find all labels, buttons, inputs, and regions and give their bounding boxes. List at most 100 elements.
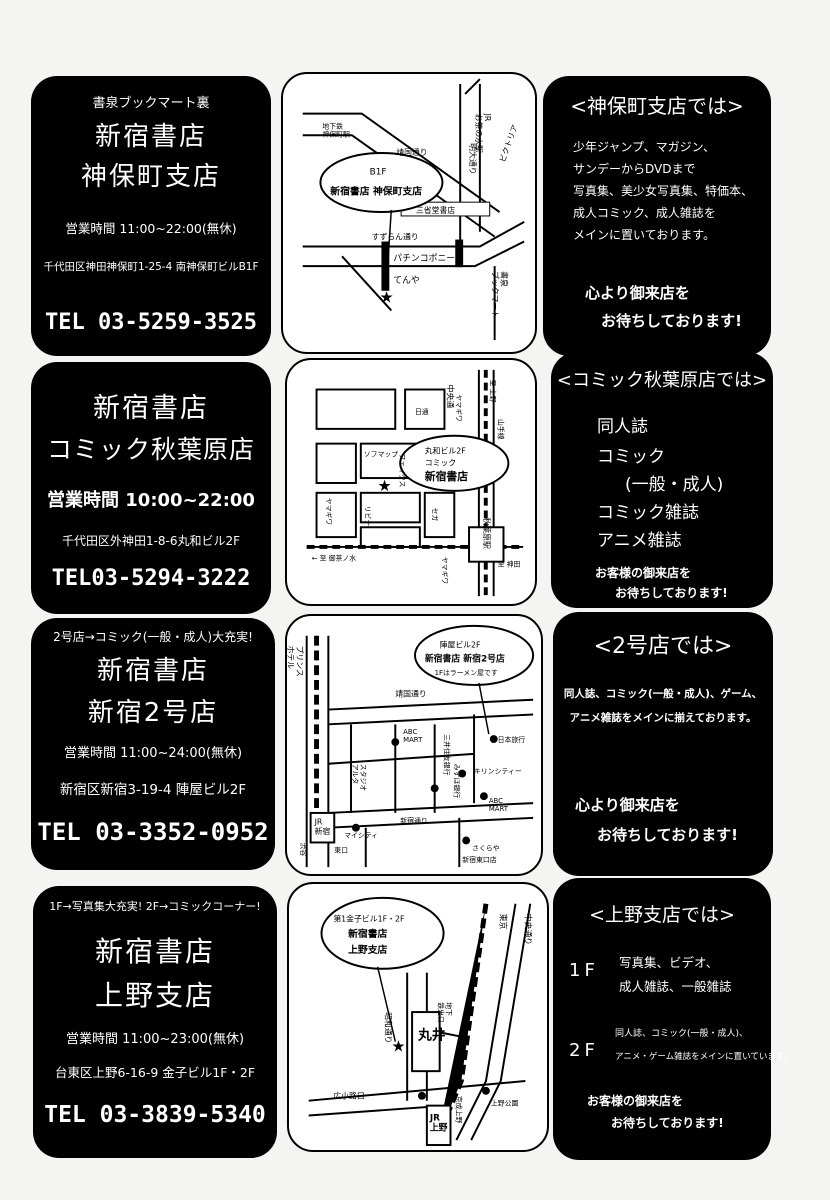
map-label-sega: セガ [431,508,440,522]
map-bubble-store: 新宿書店 新宿2号店 [425,652,505,664]
info-line: 同人誌 [597,417,648,437]
map-label-yamagiwa: ヤマギワ [454,394,462,422]
store-card-akihabara: 新宿書店 コミック秋葉原店 営業時間 10:00~22:00 千代田区外神田1-… [31,362,271,614]
info-line: 写真集、ビデオ、 [619,955,719,970]
map-label-station: 地下鉄神保町駅 [322,121,350,138]
store-subtitle: 書泉ブックマート裏 [92,96,210,111]
map-label-eastexit: 新宿東口店 [462,855,497,864]
map-label-sofmap: ソフマップ [364,450,399,458]
store-name-line2: 神保町支店 [80,162,221,192]
map-label-nihon: 日本旅行 [498,735,526,744]
store-card-jimbocho: 書泉ブックマート裏 新宿書店 神保町支店 営業時間 11:00~22:00(無休… [31,76,271,356]
map-label-yamagiwa2: ヤマギワ [324,498,332,526]
map-label-sansei: 三省堂書店 [416,205,455,215]
map-label-yamanote: 山手線 [497,419,506,440]
map-bubble-comic: コミック [425,458,456,467]
info-line: 成人コミック、成人雑誌を [573,206,716,220]
store-hours: 営業時間 10:00~22:00 [47,490,255,511]
store-address: 新宿区新宿3-19-4 陣屋ビル2F [59,782,247,798]
info-card-ueno: <上野支店では> 1F 写真集、ビデオ、 成人雑誌、一般雑誌 2F 同人誌、コミ… [553,878,792,1160]
closing-line: お待ちしております! [611,1116,724,1130]
map-label-ueno: 至 上野 [489,380,498,403]
map-label-chuo: 中央通り [523,914,533,945]
info-line: コミック [597,447,665,467]
info-line: (一般・成人) [625,475,724,495]
map-label-marui: 丸井 [417,1027,446,1044]
store-tel: TEL03-5294-3222 [51,566,251,591]
store-hours: 営業時間 11:00~22:00(無休) [65,221,237,236]
info-title: <上野支店では> [589,904,735,926]
map-label-kirin: キリンシティー [474,768,522,776]
map-label-higashi: 東口 [334,845,348,854]
info-card-jimbocho: <神保町支店では> 少年ジャンプ、マガジン、 サンデーからDVDまで 写真集、美… [543,76,771,356]
map-label-showa: 昭和通り [384,1012,394,1043]
star-icon: ★ [391,1036,405,1055]
map-label-victoria: ビクトリア [498,123,520,163]
map-label-uenopark: 上野公園 [491,1099,519,1108]
map-label-hitachi: 日通 [415,407,429,416]
map-label-chuo: 中央通 [445,385,455,409]
closing-line: お待ちしております! [597,826,738,844]
map-bubble-floor: B1F [370,168,387,178]
info-line: 少年ジャンプ、マガジン、 [573,140,715,154]
store-card-shinjuku2: 2号店→コミック(一般・成人)大充実! 新宿書店 新宿2号店 営業時間 11:0… [31,618,275,870]
info-card-shinjuku2: <2号店では> 同人誌、コミック(一般・成人)、ゲーム、 アニメ雑誌をメインに揃… [553,612,773,876]
store-address: 千代田区外神田1-8-6丸和ビル2F [61,534,241,548]
map-jimbocho: 地下鉄神保町駅 JRお茶の水駅 明大通り ビクトリア 靖国通り B1F 新宿書店… [281,72,537,354]
info-line: アニメ雑誌をメインに揃えております。 [569,712,757,724]
map-label-tenya: てんや [393,275,420,286]
map-bubble-store: 新宿書店 [425,469,468,483]
map-bubble-note: 1Fはラーメン屋です [435,669,498,677]
map-label-suzuran: すずらん通り [372,232,419,242]
floor-label-2f: 2F [569,1040,599,1061]
star-icon: ★ [379,288,393,307]
map-label-meidai: 明大通り [468,143,478,174]
store-name-line1: 新宿書店 [96,656,209,686]
map-bubble-store: 新宿書店 [348,927,387,940]
info-line: 同人誌、コミック(一般・成人)、ゲーム、 [563,688,763,700]
store-name-line2: 新宿2号店 [87,698,219,728]
map-label-akiba-station: 秋葉原駅 [482,517,492,549]
store-hours: 営業時間 11:00~24:00(無休) [63,746,243,761]
map-label-bookmart: 書泉ブックマート [490,271,509,318]
map-label-shinjukudori: 新宿通り [400,816,428,825]
map-bubble-building: 第1金子ビル1F・2F [333,913,405,923]
store-address: 台東区上野6-16-9 金子ビル1F・2F [54,1065,256,1080]
map-ueno: 第1金子ビル1F・2F 新宿書店 上野支店 東京 中央通り 昭和通り 丸井 地下… [287,882,549,1152]
map-label-prince: プリンスホテル [287,646,304,677]
floor-label-1f: 1F [569,960,599,981]
closing-line: お客様の御来店を [587,1094,684,1108]
map-label-yasukuni: 靖国通り [395,689,426,699]
store-tel: TEL 03-5259-3525 [45,310,257,335]
map-label-subway: 地下鉄出口 [437,1002,454,1023]
store-name-line2: 上野支店 [94,979,215,1012]
closing-line: お待ちしております! [615,586,728,600]
map-label-tokyo: 東京 [499,914,509,930]
store-card-ueno: 1F→写真集大充実! 2F→コミックコーナー! 新宿書店 上野支店 営業時間 1… [33,886,277,1158]
info-card-akihabara: <コミック秋葉原店では> 同人誌 コミック (一般・成人) コミック雑誌 アニメ… [551,352,773,608]
map-label-libina: リビナ [364,506,373,527]
star-icon: ★ [378,476,392,495]
info-title: <コミック秋葉原店では> [556,370,768,391]
map-label-studio: スタジオアルタ [351,764,368,792]
store-subtitle: 2号店→コミック(一般・成人)大充実! [53,630,253,644]
store-subtitle: 1F→写真集大充実! 2F→コミックコーナー! [49,900,261,913]
store-name-line2: コミック秋葉原店 [46,435,255,464]
info-line: サンデーからDVDまで [573,162,696,176]
map-label-kanda: 至 神田 [498,560,521,569]
info-title: <神保町支店では> [570,94,744,118]
store-tel: TEL 03-3352-0952 [37,818,269,846]
map-bubble-building: 丸和ビル2F [425,445,466,455]
closing-line: 心より御来店を [575,796,680,814]
map-bubble-building: 陣屋ビル2F [440,640,481,650]
map-bubble-branch: 上野支店 [348,943,387,956]
info-title: <2号店では> [593,634,733,659]
map-label-ochanomizu: ← 至 御茶ノ水 [312,554,357,563]
map-label-hirokoji: 広小路口 [333,1091,364,1101]
map-akihabara: 中央通 至 上野 日通 ヤマギワ 山手線 ソフマップ フェイクス 丸和ビル2F … [285,358,537,606]
info-line: アニメ雑誌 [597,531,682,551]
store-tel: TEL 03-3839-5340 [44,1102,266,1128]
